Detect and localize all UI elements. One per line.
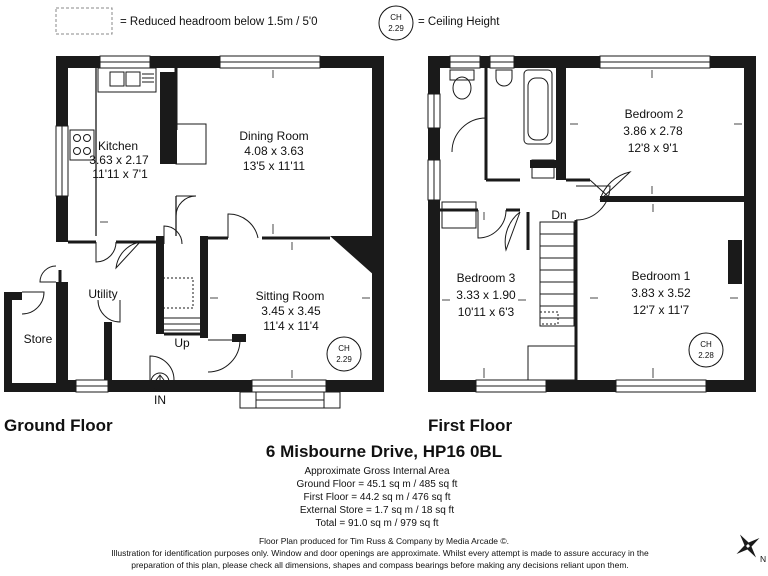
kitchen-name: Kitchen [98,139,138,153]
area-total: Total = 91.0 sq m / 979 sq ft [315,518,438,529]
bedroom-1-name: Bedroom 1 [632,269,691,283]
bedroom-2-metric: 3.86 x 2.78 [623,124,683,138]
store-name: Store [24,332,53,346]
bedroom-3-imperial: 10'11 x 6'3 [458,305,515,319]
ground-ceiling-height-value: 2.29 [336,355,352,364]
first-ceiling-height-label: CH [700,340,712,349]
kitchen-imperial: 11'11 x 7'1 [92,167,148,181]
property-address: 6 Misbourne Drive, HP16 0BL [266,442,502,461]
ceiling-height-symbol-label: CH [390,13,402,22]
sitting-room-name: Sitting Room [256,289,325,303]
kitchen-metric: 3.63 x 2.17 [89,153,149,167]
area-heading: Approximate Gross Internal Area [304,466,450,477]
area-first-floor: First Floor = 44.2 sq m / 476 sq ft [303,492,450,503]
ground-floor-title: Ground Floor [4,416,113,435]
bedroom-2-name: Bedroom 2 [625,107,684,121]
first-floor-title: First Floor [428,416,512,435]
sitting-room-metric: 3.45 x 3.45 [261,304,321,318]
footer-disclaimer-1: Illustration for identification purposes… [111,548,649,558]
ground-floor-plan: Kitchen 3.63 x 2.17 11'11 x 7'1 Dining R… [4,55,384,409]
first-ceiling-height-value: 2.28 [698,351,714,360]
ceiling-height-symbol [378,5,414,41]
sitting-room-imperial: 11'4 x 11'4 [263,319,319,333]
ground-ceiling-height-symbol [326,336,362,372]
ceiling-height-symbol-value: 2.29 [388,24,404,33]
reduced-headroom-swatch [55,7,113,35]
first-ceiling-height-symbol [688,332,724,368]
dining-room-imperial: 13'5 x 11'11 [243,159,306,173]
bedroom-3-metric: 3.33 x 1.90 [456,288,516,302]
area-external-store: External Store = 1.7 sq m / 18 sq ft [300,505,454,516]
legend: = Reduced headroom below 1.5m / 5'0 CH 2… [55,5,500,41]
footer-disclaimer-2: preparation of this plan, please check a… [131,560,629,570]
bedroom-2-imperial: 12'8 x 9'1 [628,141,679,155]
area-ground-floor: Ground Floor = 45.1 sq m / 485 sq ft [297,479,458,490]
ground-ceiling-height-label: CH [338,344,350,353]
stairs-up-label: Up [174,336,190,350]
dining-room-metric: 4.08 x 3.63 [244,144,304,158]
first-floor-plan: Bedroom 2 3.86 x 2.78 12'8 x 9'1 Bedroom… [427,55,756,393]
compass-icon [736,534,760,558]
ceiling-height-label: = Ceiling Height [418,16,500,28]
dining-room-name: Dining Room [239,129,308,143]
footer-produced: Floor Plan produced for Tim Russ & Compa… [259,536,509,546]
compass-north-label: N [760,554,766,564]
bedroom-3-name: Bedroom 3 [457,271,516,285]
utility-name: Utility [88,287,117,301]
stairs-down-label: Dn [551,208,566,222]
bedroom-1-metric: 3.83 x 3.52 [631,286,691,300]
bedroom-1-imperial: 12'7 x 11'7 [633,303,690,317]
reduced-headroom-label: = Reduced headroom below 1.5m / 5'0 [120,16,318,28]
entrance-label: IN [154,393,166,407]
